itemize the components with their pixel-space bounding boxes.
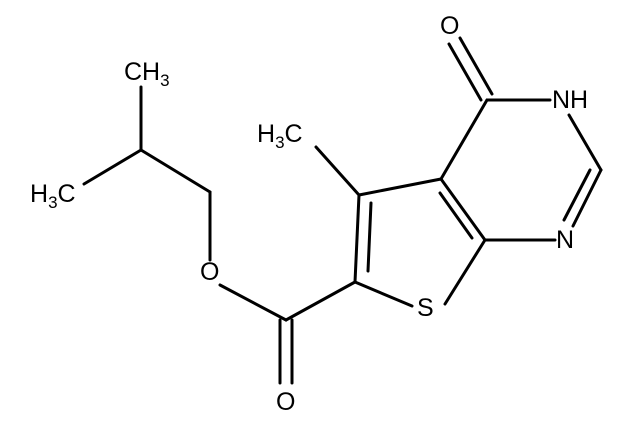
label-carbonyl-o-bottom: O — [276, 388, 295, 416]
label-ch3-top: CH3 — [124, 58, 170, 90]
bonds — [82, 36, 603, 385]
label-ring-n: N — [556, 226, 574, 254]
atom-labels: CH3 H3C H3C O NH N O S O — [30, 12, 588, 416]
label-h3c-left: H3C — [30, 180, 76, 212]
bond-ch-ch2 — [139, 148, 212, 194]
bond-c4-o-b — [458, 36, 494, 96]
bond-c4a-c4 — [439, 98, 489, 181]
bond-s-c7a — [443, 238, 487, 306]
bond-c5-methyl — [314, 145, 361, 197]
bond-c2-n-a — [571, 168, 603, 228]
label-h3c-mid: H3C — [257, 120, 303, 152]
label-nh: NH — [552, 86, 588, 114]
bond-nh-c2 — [567, 113, 603, 172]
label-ester-o: O — [200, 258, 219, 286]
bond-c5-c6 — [353, 193, 361, 284]
bond-carbonyl-c6 — [284, 280, 357, 322]
bond-c6-s — [353, 280, 414, 308]
bond-c2-n-b — [562, 168, 592, 222]
label-ring-s: S — [417, 294, 434, 322]
bond-c5-c6-inner — [366, 201, 373, 273]
bond-c7a-c4a-inner — [438, 191, 474, 240]
bond-c4-o-a — [447, 42, 483, 102]
bond-o-carbonyl-c — [218, 283, 288, 322]
bond-c7a-c4a — [439, 177, 487, 242]
label-carbonyl-o-top: O — [440, 12, 459, 40]
bond-h3c-ch — [82, 148, 143, 186]
bond-c4a-c5 — [357, 177, 443, 197]
